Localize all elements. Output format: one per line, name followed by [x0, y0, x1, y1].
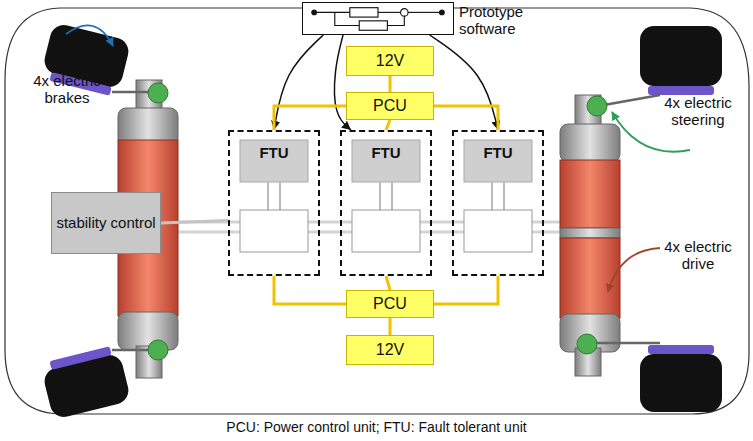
node-label: 12V — [376, 341, 404, 359]
wire-line — [386, 276, 390, 290]
ftu-box: FTU — [452, 130, 544, 276]
wire-line — [274, 106, 346, 130]
wheel — [40, 344, 132, 420]
wheel — [640, 26, 722, 95]
right-axle — [560, 95, 620, 376]
control-arrow — [430, 35, 498, 130]
ftu-box: FTU — [228, 130, 320, 276]
part-label: 4x electric steering — [648, 94, 748, 129]
node-label: PCU — [373, 295, 407, 313]
power-box: 12V — [346, 335, 434, 365]
wheel — [640, 345, 722, 412]
node-label: FTU — [371, 145, 400, 162]
steering-arm — [112, 92, 660, 350]
node-label: stability control — [56, 215, 155, 232]
control-box: stability control — [51, 192, 161, 254]
control-arrow — [274, 35, 323, 130]
wire-line — [161, 221, 228, 223]
caption: PCU: Power control unit; FTU: Fault tole… — [0, 419, 753, 435]
pcu-box: PCU — [346, 92, 434, 120]
block-diagram-icon — [303, 3, 453, 34]
wire-line — [434, 106, 498, 130]
part-label: 4x electric drive — [648, 238, 748, 273]
wire-line — [389, 76, 392, 92]
part-label: 4x electric brakes — [12, 72, 122, 107]
wire-line — [386, 120, 390, 130]
ftu-box: FTU — [340, 130, 432, 276]
power-box: 12V — [346, 46, 434, 76]
leader-arrow — [608, 248, 660, 292]
wire-line — [434, 276, 498, 304]
pcu-box: PCU — [346, 290, 434, 318]
node-label: PCU — [373, 97, 407, 115]
node-label: 12V — [376, 52, 404, 70]
node-label: FTU — [483, 145, 512, 162]
node-label: FTU — [259, 145, 288, 162]
leader-arrow — [66, 25, 113, 46]
steering-actuator — [148, 83, 607, 360]
node-label: Prototype software — [459, 4, 545, 37]
wire-line — [274, 276, 346, 304]
car-body — [5, 8, 749, 414]
software-box: Prototype software — [302, 2, 454, 35]
wire-line — [389, 318, 392, 335]
